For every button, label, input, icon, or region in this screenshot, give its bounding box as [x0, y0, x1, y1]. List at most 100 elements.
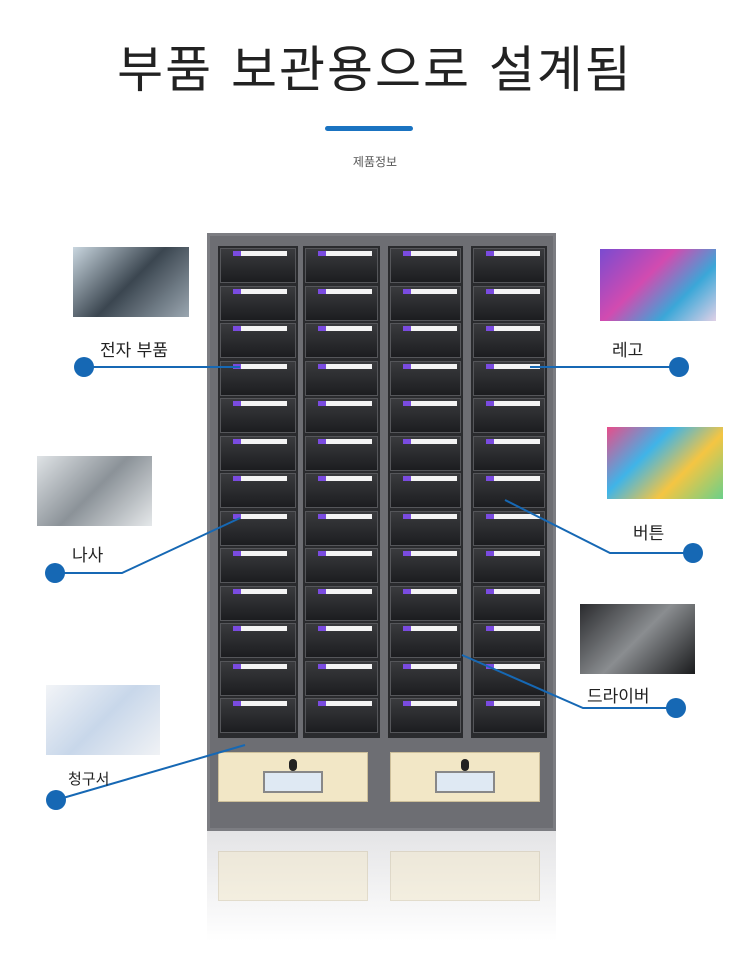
- drawer-label: [318, 438, 372, 444]
- small-drawer: [305, 473, 378, 508]
- drawer-label: [403, 363, 457, 369]
- electronics-image: [73, 247, 189, 317]
- small-drawer: [220, 510, 296, 546]
- small-drawer: [305, 585, 378, 621]
- drawer-label: [486, 401, 540, 406]
- drawer-label: [403, 401, 457, 406]
- lock-icon: [289, 759, 297, 771]
- small-drawer: [390, 510, 461, 546]
- page-title: 부품 보관용으로 설계됨: [117, 41, 633, 99]
- drawer-label: [318, 551, 372, 556]
- small-drawer: [220, 285, 296, 321]
- drawer-label: [486, 326, 540, 331]
- drawer-label: [486, 251, 540, 256]
- small-drawer: [220, 585, 296, 621]
- drawer-label: [233, 513, 287, 519]
- label-screws: 나사: [72, 546, 104, 566]
- small-drawer: [390, 398, 461, 433]
- small-drawer: [305, 510, 378, 546]
- drawer-label: [318, 663, 372, 669]
- small-drawer: [305, 660, 378, 696]
- small-drawer: [390, 435, 461, 471]
- drawer-label: [318, 326, 372, 331]
- small-drawer: [220, 473, 296, 508]
- drawer-label: [403, 326, 457, 331]
- subtitle: 제품정보: [352, 155, 398, 169]
- drawer-label: [486, 438, 540, 444]
- small-drawer: [473, 323, 545, 358]
- callout-dot: [74, 357, 94, 377]
- small-drawer: [473, 548, 545, 583]
- drawer-label: [318, 401, 372, 406]
- drawer-label: [233, 588, 287, 594]
- small-drawer: [473, 585, 545, 621]
- drawer-column: [303, 246, 380, 738]
- drawer-label: [233, 551, 287, 556]
- small-drawer: [220, 435, 296, 471]
- label-screwdriver: 드라이버: [587, 687, 650, 707]
- small-drawer: [220, 623, 296, 658]
- small-drawer: [390, 660, 461, 696]
- small-drawer: [473, 623, 545, 658]
- small-drawer: [473, 435, 545, 471]
- callout-dot: [666, 698, 686, 718]
- drawer-label: [403, 251, 457, 256]
- small-drawer: [390, 248, 461, 283]
- small-drawer: [390, 585, 461, 621]
- title-underline: [325, 126, 413, 131]
- drawer-handle: [435, 771, 495, 793]
- small-drawer: [220, 698, 296, 733]
- small-drawer: [220, 398, 296, 433]
- small-drawer: [473, 510, 545, 546]
- drawer-label: [486, 663, 540, 669]
- small-drawer: [305, 435, 378, 471]
- drawer-label: [486, 288, 540, 294]
- buttons-image: [607, 427, 723, 499]
- drawer-label: [403, 513, 457, 519]
- invoice-image: [46, 685, 160, 755]
- drawer-label: [233, 326, 287, 331]
- small-drawer: [305, 360, 378, 396]
- drawer-label: [486, 551, 540, 556]
- small-drawer: [220, 660, 296, 696]
- callout-dot: [46, 790, 66, 810]
- drawer-label: [403, 663, 457, 669]
- drawer-label: [318, 251, 372, 256]
- small-drawer: [305, 323, 378, 358]
- lego-image: [600, 249, 716, 321]
- drawer-label: [486, 363, 540, 369]
- drawer-label: [318, 513, 372, 519]
- drawer-label: [403, 626, 457, 631]
- small-drawer: [305, 548, 378, 583]
- drawer-label: [233, 401, 287, 406]
- small-drawer: [305, 398, 378, 433]
- callout-dot: [45, 563, 65, 583]
- callout-dot: [683, 543, 703, 563]
- drawer-label: [318, 626, 372, 631]
- drawer-label: [403, 438, 457, 444]
- small-drawer: [305, 698, 378, 733]
- drawer-label: [403, 288, 457, 294]
- parts-cabinet: [207, 233, 556, 831]
- drawer-label: [318, 288, 372, 294]
- drawer-label: [318, 363, 372, 369]
- drawer-column: [388, 246, 463, 738]
- drawer-label: [233, 288, 287, 294]
- drawer-label: [233, 701, 287, 706]
- cabinet-reflection: [207, 831, 556, 941]
- drawer-label: [233, 476, 287, 481]
- small-drawer: [390, 473, 461, 508]
- small-drawer: [390, 285, 461, 321]
- drawer-label: [403, 476, 457, 481]
- drawer-column: [218, 246, 298, 738]
- small-drawer: [390, 548, 461, 583]
- drawer-handle: [263, 771, 323, 793]
- small-drawer: [220, 248, 296, 283]
- small-drawer: [305, 248, 378, 283]
- drawer-label: [486, 476, 540, 481]
- small-drawer: [390, 623, 461, 658]
- drawer-label: [233, 663, 287, 669]
- drawer-label: [318, 588, 372, 594]
- drawer-label: [486, 588, 540, 594]
- small-drawer: [220, 548, 296, 583]
